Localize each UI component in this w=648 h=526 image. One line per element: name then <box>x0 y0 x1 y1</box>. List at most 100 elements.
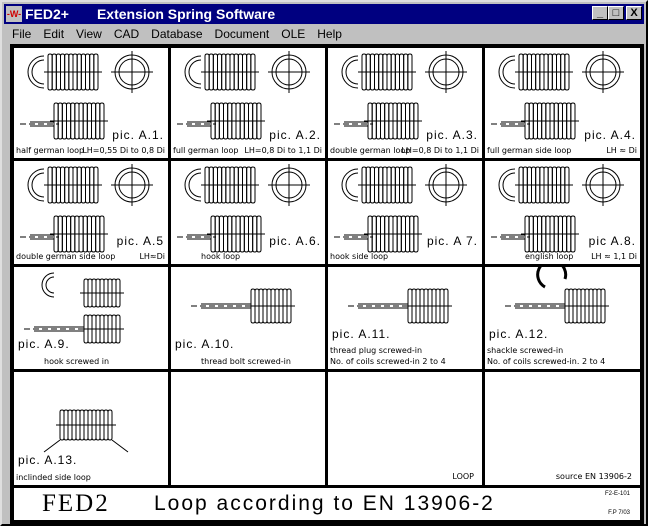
end-view <box>582 164 624 206</box>
spring-coils <box>207 215 265 253</box>
loop-type-label: full german side loop <box>487 146 572 155</box>
loop <box>41 272 55 298</box>
spring-drawing <box>24 272 124 344</box>
loop-type-label: half german loop <box>16 146 85 155</box>
spring-coils <box>358 166 416 204</box>
drawing-code: F2-E-101 <box>604 491 630 497</box>
loop-stem <box>177 121 216 127</box>
loop-length-note: No. of coils screwed-in. 2 to 4 <box>487 357 606 366</box>
spring-drawing <box>491 51 624 140</box>
menu-help[interactable]: Help <box>317 27 342 41</box>
loop-type-label: full german loop <box>173 146 239 155</box>
spring-drawing <box>171 372 325 485</box>
end-view <box>111 164 153 206</box>
loop-stem <box>505 303 570 309</box>
menu-ole[interactable]: OLE <box>281 27 306 41</box>
menu-bar: File Edit View CAD Database Document OLE… <box>6 25 348 43</box>
picture-number: pic. A.9. <box>18 337 70 351</box>
spring-icon[interactable]: -W- <box>6 6 22 22</box>
spring-drawing <box>485 372 640 485</box>
picture-number: pic. A.3. <box>426 128 478 142</box>
loop-cell[interactable]: pic. A.13.inclinded side loop <box>14 372 168 485</box>
loop-length-note: No. of coils screwed-in 2 to 4 <box>330 357 446 366</box>
spring-coils <box>515 53 573 91</box>
spring-coils <box>404 288 452 324</box>
loop-cell[interactable]: pic. A.9.hook screwed in <box>14 267 168 369</box>
loop-cell[interactable]: pic. A 7.hook side loop <box>328 161 482 264</box>
loop-type-label: LOOP <box>452 472 474 481</box>
spring-drawing <box>20 164 153 253</box>
loop-cell[interactable] <box>171 372 325 485</box>
spring-drawing <box>505 267 609 324</box>
loop-cell[interactable]: source EN 13906-2 <box>485 372 640 485</box>
picture-number: pic. A.1. <box>112 128 164 142</box>
spring-drawing <box>177 51 310 140</box>
fed2-logo: FED2 <box>42 490 110 517</box>
loop-length-note: LH ≈ Di <box>606 146 637 155</box>
spring-drawing <box>191 288 295 324</box>
loop-cell[interactable]: pic. A.10.thread bolt screwed-in <box>171 267 325 369</box>
spring-drawing <box>334 164 467 253</box>
drawing-title: Loop according to EN 13906-2 <box>154 492 495 515</box>
loop-stem <box>24 326 89 332</box>
maximize-button[interactable]: □ <box>608 6 624 20</box>
picture-number: pic. A.2. <box>269 128 321 142</box>
loop-cell[interactable]: pic. A.6.hook loop <box>171 161 325 264</box>
close-button[interactable]: X <box>626 6 642 20</box>
spring-coils <box>521 215 579 253</box>
title-bar: -W- FED2+ Extension Spring Software _ □ … <box>4 4 644 24</box>
loop-length-note: LH=0,55 Di to 0,8 Di <box>82 146 165 155</box>
menu-file[interactable]: File <box>12 27 32 41</box>
loop-type-label: shackle screwed-in <box>487 346 564 355</box>
picture-number: pic. A.5 <box>116 234 164 248</box>
spring-coils <box>201 166 259 204</box>
spring-coils <box>50 215 108 253</box>
end-view <box>425 164 467 206</box>
end-view <box>425 51 467 93</box>
picture-number: pic. A.11. <box>332 327 391 341</box>
spring-coils <box>521 102 579 140</box>
loop-stem <box>491 121 530 127</box>
loop-length-note: LH=0,8 Di to 1,1 Di <box>401 146 479 155</box>
loop-cell[interactable]: LOOP <box>328 372 482 485</box>
drawing-date: F.P 7/03 <box>608 510 630 516</box>
loop-stem <box>191 303 256 309</box>
loop-type-label: english loop <box>525 252 574 261</box>
minimize-button[interactable]: _ <box>592 6 608 20</box>
spring-coils <box>56 409 116 441</box>
drawing-sheet: FED2 Loop according to EN 13906-2 F2-E-1… <box>10 44 644 524</box>
menu-document[interactable]: Document <box>214 27 270 41</box>
title-block: FED2 Loop according to EN 13906-2 F2-E-1… <box>14 488 640 520</box>
loop-stem <box>177 234 216 240</box>
loop-stem <box>20 234 59 240</box>
spring-coils <box>80 278 124 308</box>
menu-edit[interactable]: Edit <box>43 27 65 41</box>
loop-length-note: LH ≈ 1,1 Di <box>591 252 637 261</box>
loop-type-label: thread plug screwed-in <box>330 346 423 355</box>
end-view <box>111 51 153 93</box>
spring-coils <box>247 288 295 324</box>
menu-cad[interactable]: CAD <box>113 27 140 41</box>
spring-coils <box>80 314 124 344</box>
spring-coils <box>515 166 573 204</box>
loop-grid: FED2 Loop according to EN 13906-2 F2-E-1… <box>14 48 640 520</box>
app-name: FED2+ <box>25 6 69 22</box>
loop-type-label: thread bolt screwed-in <box>201 357 291 366</box>
menu-view[interactable]: View <box>76 27 102 41</box>
spring-coils <box>44 166 102 204</box>
loop <box>498 55 516 89</box>
loop <box>184 55 202 89</box>
loop-type-label: hook loop <box>201 252 241 261</box>
menu-database[interactable]: Database <box>151 27 203 41</box>
spring-drawing <box>491 164 624 253</box>
loop-stem <box>491 234 530 240</box>
picture-number: pic. A.13. <box>18 453 78 467</box>
